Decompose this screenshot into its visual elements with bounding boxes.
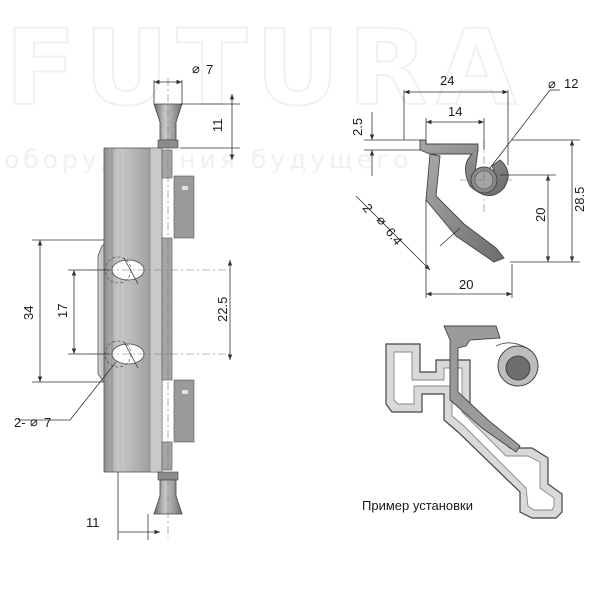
install-caption: Пример установки [362, 498, 473, 513]
watermark: FUTURA оборудования будущего [4, 6, 524, 174]
dim-roll-diameter: 12 [564, 76, 578, 91]
dim-top-inner: 14 [448, 104, 462, 119]
installed-roll [505, 355, 531, 381]
dim-roll-diameter-symbol: ⌀ [548, 76, 556, 91]
dim-height-inner: 20 [533, 208, 548, 222]
dim-holes-diameter-symbol: ⌀ [30, 414, 38, 429]
hinge-body-edge [149, 147, 163, 473]
dim-hole-to-edge: 22.5 [215, 297, 230, 322]
dim-bottom-offset: 11 [86, 515, 100, 530]
hinge-knuckles [161, 149, 195, 471]
dim-hole-spacing-outer: 34 [21, 306, 36, 320]
frame-profile-inner [393, 351, 555, 511]
dim-hole-diameter: 6.4 [383, 225, 406, 248]
dim-bottom-width: 20 [459, 277, 473, 292]
section-view: 24 14 ⌀ 12 2.5 28.5 20 2 ⌀ 6.4 [350, 73, 587, 298]
dim-top-width: 24 [440, 73, 454, 88]
dim-pin-diameter-symbol: ⌀ [192, 61, 200, 76]
dim-pin-diameter: 7 [206, 62, 213, 77]
dim-height-total: 28.5 [572, 187, 587, 212]
section-profile-leg [425, 153, 505, 263]
dim-hole-spacing-inner: 17 [55, 304, 70, 318]
watermark-brand: FUTURA [5, 7, 524, 129]
watermark-tagline: оборудования будущего [4, 145, 413, 174]
install-view: Пример установки [362, 325, 563, 519]
dim-thickness: 2.5 [350, 118, 365, 136]
dim-hole-diameter-symbol: ⌀ [374, 213, 391, 229]
dim-holes-diameter: 7 [44, 415, 51, 430]
front-view: ⌀ 7 11 34 17 22.5 2- ⌀ 7 11 [14, 61, 240, 540]
dim-pin-height: 11 [210, 119, 225, 133]
installed-hinge [443, 325, 521, 453]
dim-holes-count: 2- [14, 415, 26, 430]
